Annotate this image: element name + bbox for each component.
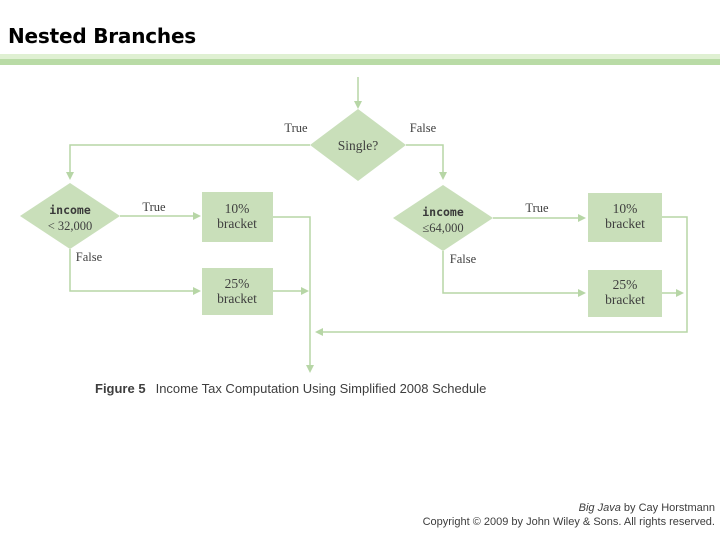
box-10-bracket-right bbox=[588, 193, 662, 242]
label-true-right: True bbox=[525, 201, 549, 215]
footer-book-title: Big Java bbox=[578, 502, 621, 514]
box-25-bracket-right bbox=[588, 270, 662, 317]
arrow-into-left-decision bbox=[66, 172, 74, 180]
label-left-10-line1: 10% bbox=[225, 201, 250, 216]
label-true-single: True bbox=[284, 121, 308, 135]
label-right-25-line1: 25% bbox=[613, 277, 638, 292]
label-false-left: False bbox=[76, 250, 103, 264]
flowchart-arrowheads bbox=[66, 101, 684, 373]
decision-income-le-64000 bbox=[393, 185, 493, 251]
label-right-10-line1: 10% bbox=[613, 201, 638, 216]
footer: Big Java by Cay Horstmann Copyright © 20… bbox=[423, 502, 715, 529]
label-false-right: False bbox=[450, 252, 477, 266]
connector-single-false bbox=[406, 144, 444, 175]
connector-left-false bbox=[69, 249, 196, 292]
label-left-decision-line1: income bbox=[49, 203, 91, 217]
arrow-into-left-10 bbox=[193, 212, 201, 220]
figure-caption-text: Income Tax Computation Using Simplified … bbox=[155, 381, 487, 396]
arrow-into-right-decision bbox=[439, 172, 447, 180]
footer-byline: by Cay Horstmann bbox=[620, 502, 715, 514]
arrow-into-left-25 bbox=[193, 287, 201, 295]
decision-income-lt-32000 bbox=[20, 183, 120, 249]
connector-right-merge bbox=[319, 216, 688, 333]
connector-left-merge bbox=[273, 216, 311, 368]
label-left-10-line2: bracket bbox=[217, 216, 257, 231]
label-right-25-line2: bracket bbox=[605, 292, 645, 307]
box-10-bracket-left bbox=[202, 192, 273, 242]
figure-caption-label: Figure 5 bbox=[95, 381, 146, 396]
label-right-decision-line2: ≤64,000 bbox=[422, 221, 463, 235]
label-left-25-line1: 25% bbox=[225, 276, 250, 291]
figure-caption: Figure 5 Income Tax Computation Using Sim… bbox=[95, 381, 486, 396]
connector-right-false bbox=[442, 251, 581, 294]
title-divider bbox=[0, 54, 720, 65]
arrow-exit bbox=[306, 365, 314, 373]
footer-copyright: Copyright © 2009 by John Wiley & Sons. A… bbox=[422, 515, 715, 528]
label-left-decision-line2: < 32,000 bbox=[48, 219, 93, 233]
arrow-left-25-join bbox=[301, 287, 309, 295]
decision-single bbox=[310, 109, 406, 181]
label-single: Single? bbox=[338, 138, 379, 153]
footer-attribution: Big Java by Cay Horstmann bbox=[423, 502, 715, 516]
divider-dark-band bbox=[0, 59, 720, 65]
label-left-25-line2: bracket bbox=[217, 291, 257, 306]
arrow-right-25-join bbox=[676, 289, 684, 297]
arrow-merge-left bbox=[315, 328, 323, 336]
slide-title: Nested Branches bbox=[8, 24, 197, 48]
arrow-into-right-25 bbox=[578, 289, 586, 297]
arrow-into-right-10 bbox=[578, 214, 586, 222]
connector-single-true bbox=[69, 144, 310, 175]
label-right-10-line2: bracket bbox=[605, 216, 645, 231]
label-true-left: True bbox=[142, 200, 166, 214]
box-25-bracket-left bbox=[202, 268, 273, 315]
label-false-single: False bbox=[410, 121, 437, 135]
divider-light-band bbox=[0, 54, 720, 59]
arrow-into-single bbox=[354, 101, 362, 109]
flowchart-diagram: Single? income < 32,000 income ≤64,000 1… bbox=[20, 77, 688, 373]
flowchart-connectors bbox=[69, 77, 688, 368]
label-right-decision-line1: income bbox=[422, 205, 464, 219]
